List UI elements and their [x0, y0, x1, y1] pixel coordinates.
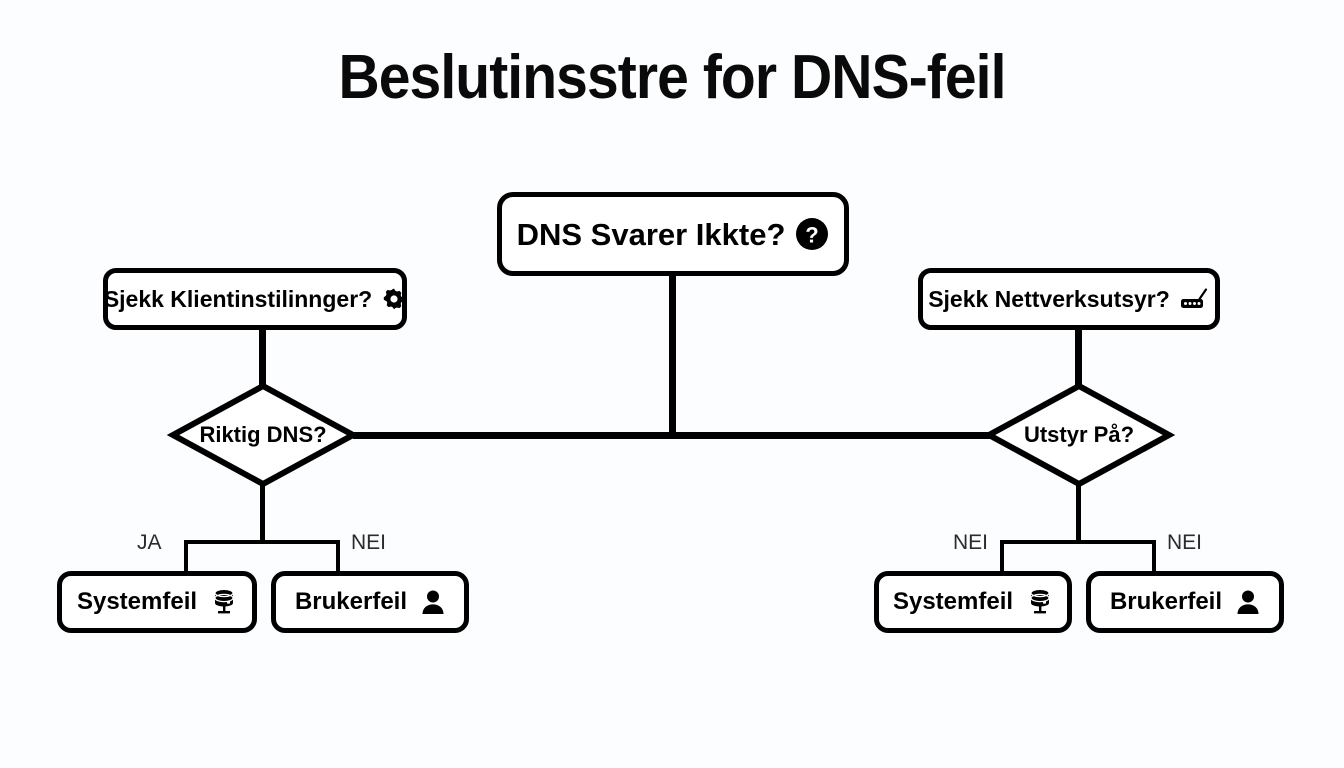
- router-icon: [1180, 287, 1210, 311]
- user-icon: [421, 589, 445, 615]
- gear-icon: [382, 287, 406, 311]
- branch-node-left[interactable]: Sjekk Klientinstilinnger?: [103, 268, 407, 330]
- connector-right-decision-down: [1076, 484, 1081, 542]
- connector-left-branch-to-decision: [259, 326, 266, 386]
- connector-root-to-trunk: [669, 272, 676, 437]
- page-title: Beslutinsstre for DNS-feil: [338, 43, 1006, 112]
- connector-left-outcome-2-drop: [336, 540, 340, 572]
- question-circle-icon: ?: [795, 217, 829, 251]
- edge-label-left-no: NEI: [351, 531, 387, 554]
- branch-node-left-label: Sjekk Klientinstilinnger?: [103, 285, 373, 312]
- svg-text:?: ?: [806, 223, 819, 248]
- connector-right-outcome-2-drop: [1152, 540, 1156, 572]
- user-icon: [1236, 589, 1260, 615]
- outcome-node-right-systemfeil[interactable]: Systemfeil: [874, 571, 1072, 633]
- outcome-node-left-brukerfeil-label: Brukerfeil: [294, 588, 408, 615]
- branch-node-right[interactable]: Sjekk Nettverksutsyr?: [918, 268, 1220, 330]
- decision-diamond-right-label: Utstyr På?: [1023, 422, 1135, 447]
- decision-diamond-left-label: Riktig DNS?: [199, 422, 327, 447]
- connector-trunk-horizontal: [353, 432, 1003, 439]
- outcome-node-right-brukerfeil-label: Brukerfeil: [1109, 588, 1223, 615]
- root-node[interactable]: DNS Svarer Ikkte? ?: [497, 192, 849, 276]
- outcome-node-left-systemfeil-label: Systemfeil: [76, 588, 198, 615]
- connector-left-decision-down: [260, 484, 265, 542]
- edge-label-left-yes: JA: [137, 531, 162, 554]
- database-icon: [211, 588, 237, 616]
- connector-right-split-bar: [1002, 540, 1156, 544]
- database-icon: [1027, 588, 1053, 616]
- connector-right-outcome-1-drop: [1000, 540, 1004, 572]
- outcome-node-left-systemfeil[interactable]: Systemfeil: [57, 571, 257, 633]
- edge-label-right-left: NEI: [953, 531, 989, 554]
- decision-diamond-right[interactable]: Utstyr På?: [982, 382, 1176, 488]
- root-node-label: DNS Svarer Ikkte?: [516, 216, 786, 252]
- branch-node-right-label: Sjekk Nettverksutsyr?: [928, 285, 1170, 312]
- outcome-node-right-brukerfeil[interactable]: Brukerfeil: [1086, 571, 1284, 633]
- connector-left-outcome-1-drop: [184, 540, 188, 572]
- connector-left-split-bar: [186, 540, 340, 544]
- connector-right-branch-to-decision: [1075, 326, 1082, 386]
- edge-label-right-no: NEI: [1167, 531, 1203, 554]
- outcome-node-right-systemfeil-label: Systemfeil: [892, 588, 1014, 615]
- decision-diamond-left[interactable]: Riktig DNS?: [166, 382, 360, 488]
- outcome-node-left-brukerfeil[interactable]: Brukerfeil: [271, 571, 469, 633]
